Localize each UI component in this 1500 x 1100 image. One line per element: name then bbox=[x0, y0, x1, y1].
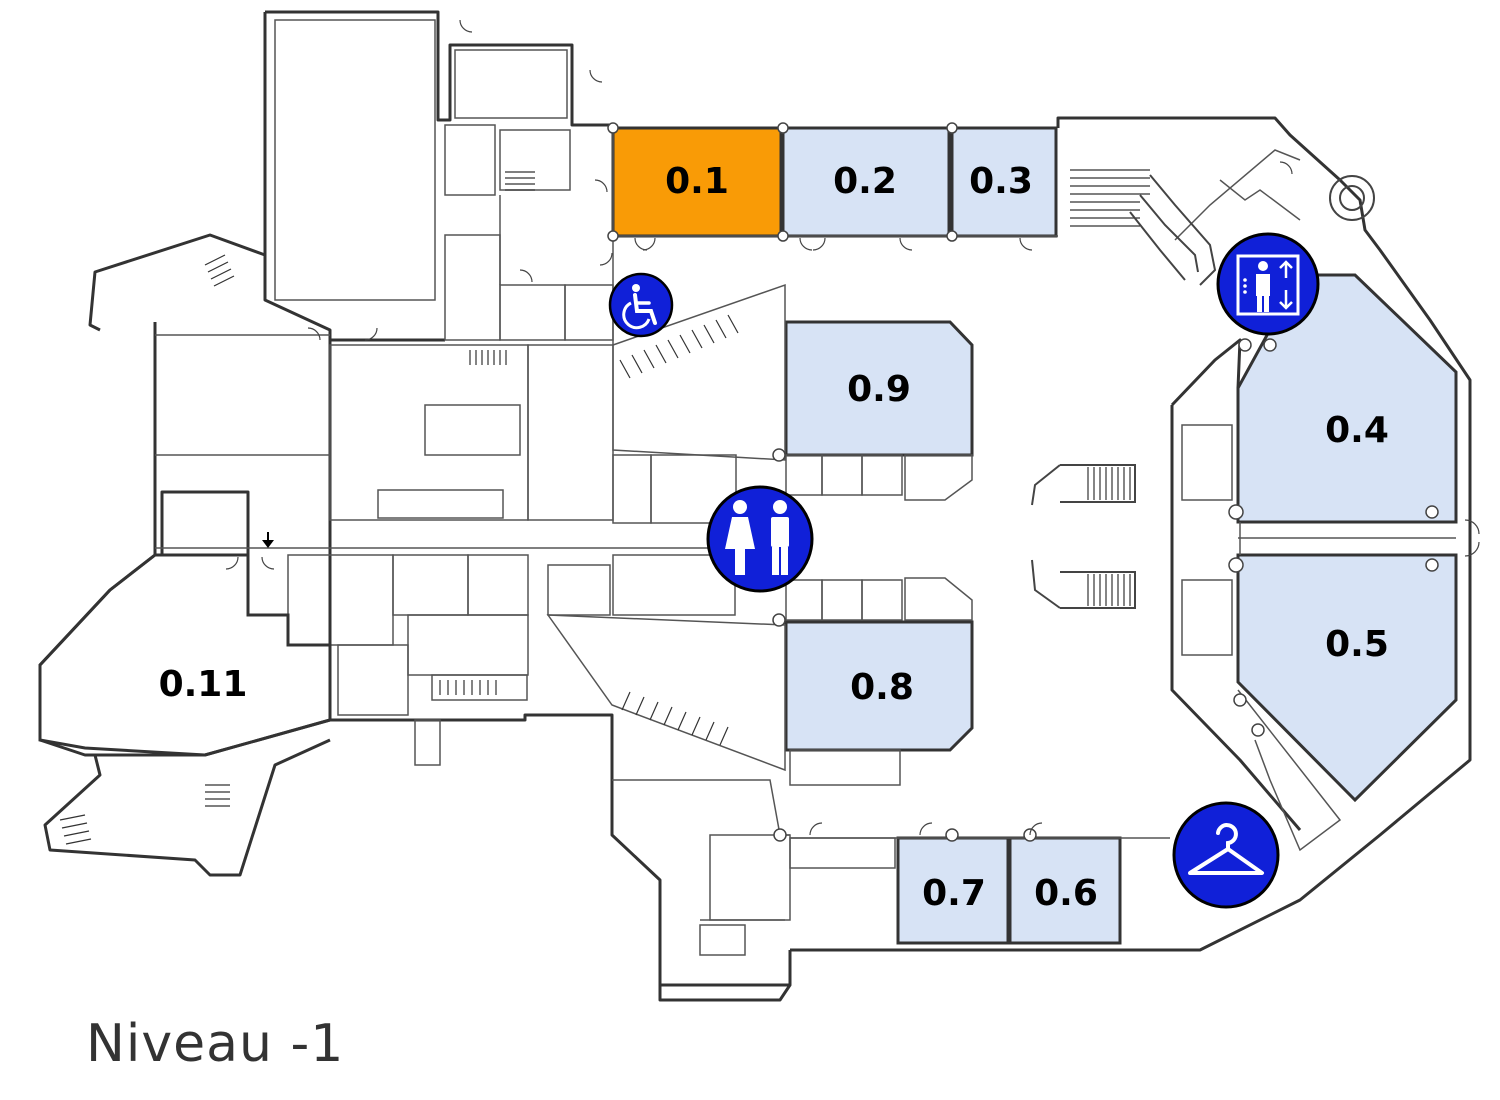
room-label-0-9[interactable]: 0.9 bbox=[847, 369, 911, 410]
room-label-0-6[interactable]: 0.6 bbox=[1034, 873, 1098, 914]
room-label-0-5[interactable]: 0.5 bbox=[1325, 624, 1389, 665]
elevator-icon[interactable] bbox=[1216, 232, 1320, 336]
room-0-8-area[interactable] bbox=[784, 620, 974, 752]
wheelchair-icon[interactable] bbox=[608, 272, 674, 338]
stairs bbox=[59, 169, 1375, 845]
doors bbox=[225, 19, 1480, 836]
room-0-1-area[interactable] bbox=[611, 126, 783, 238]
coat-hanger-icon[interactable] bbox=[1172, 801, 1280, 909]
interior-walls bbox=[155, 19, 1456, 956]
room-label-0-8[interactable]: 0.8 bbox=[850, 667, 914, 708]
room-label-0-2[interactable]: 0.2 bbox=[833, 161, 897, 202]
room-0-6-area[interactable] bbox=[1008, 836, 1122, 945]
columns bbox=[607, 122, 1439, 842]
level-title: Niveau -1 bbox=[86, 1014, 345, 1074]
room-label-0-1[interactable]: 0.1 bbox=[665, 161, 729, 202]
room-label-0-7[interactable]: 0.7 bbox=[922, 873, 986, 914]
restroom-icon[interactable] bbox=[706, 485, 814, 593]
stair-arrow-icon bbox=[262, 532, 274, 548]
room-fills bbox=[611, 126, 1458, 945]
room-0-7-area[interactable] bbox=[896, 836, 1010, 945]
room-label-0-4[interactable]: 0.4 bbox=[1325, 410, 1389, 451]
room-labels: 0.1 0.2 0.3 0.4 0.5 0.6 0.7 0.8 0.9 0.11 bbox=[159, 161, 1389, 914]
room-label-0-3[interactable]: 0.3 bbox=[969, 161, 1033, 202]
room-0-2-area[interactable] bbox=[781, 126, 951, 238]
room-0-9-area[interactable] bbox=[784, 320, 974, 457]
room-0-11-area[interactable] bbox=[38, 553, 332, 757]
room-label-0-11[interactable]: 0.11 bbox=[159, 664, 248, 705]
room-0-5-area[interactable] bbox=[1236, 553, 1458, 803]
